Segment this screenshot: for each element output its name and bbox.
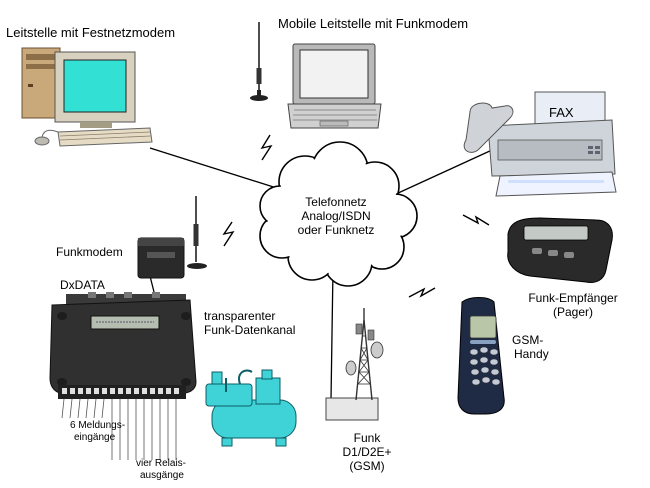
- laptop-antenna-icon: [250, 22, 268, 101]
- label-gsm-line2: Handy: [514, 347, 549, 361]
- label-gsm-line1: GSM-: [512, 333, 544, 347]
- signal-icon-laptop: [260, 134, 273, 161]
- signal-icon-modem: [222, 221, 235, 247]
- label-cloud-line3: oder Funknetz: [297, 223, 375, 237]
- label-funk-line1: Funk: [353, 431, 381, 445]
- line-fax: [395, 149, 493, 195]
- connection-lines: [149, 147, 493, 401]
- signal-icon-handy: [408, 287, 436, 298]
- dxdata-device-icon: [49, 292, 197, 399]
- label-funk-line2: D1/D2E+: [342, 445, 392, 459]
- laptop-icon: [287, 43, 382, 129]
- pump-station-icon: [205, 369, 297, 447]
- label-pager-line2: (Pager): [552, 305, 593, 319]
- label-pager-line1: Funk-Empfänger: [528, 291, 618, 305]
- label-funkmodem: Funkmodem: [56, 245, 123, 259]
- radio-tower-icon: [325, 308, 384, 421]
- label-relais-line1: vier Relais-: [136, 458, 187, 469]
- label-transparent-line2: Funk-Datenkanal: [204, 323, 296, 337]
- label-mobile-leitstelle: Mobile Leitstelle mit Funkmodem: [278, 16, 469, 31]
- desktop-computer-icon: [21, 47, 153, 147]
- line-desktop: [149, 147, 284, 191]
- radio-signal-icons: [222, 134, 490, 298]
- pager-icon: [507, 217, 613, 283]
- label-transparent-line1: transparenter: [204, 309, 276, 323]
- funkmodem-antenna-icon: [187, 196, 207, 269]
- line-tower: [330, 267, 334, 401]
- mobile-phone-icon: [457, 297, 505, 415]
- label-funk-line3: (GSM): [349, 459, 385, 473]
- label-dxdata: DxDATA: [60, 278, 105, 292]
- label-meldung-line1: 6 Meldungs-: [70, 420, 126, 431]
- label-relais-line2: ausgänge: [140, 470, 184, 481]
- label-cloud-line2: Analog/ISDN: [301, 209, 371, 223]
- label-meldung-line2: eingänge: [74, 432, 116, 443]
- funkmodem-icon: [137, 237, 185, 279]
- label-fax: FAX: [549, 105, 574, 120]
- label-leitstelle-festnetz: Leitstelle mit Festnetzmodem: [6, 25, 176, 40]
- signal-icon-pager: [462, 214, 490, 226]
- label-cloud-line1: Telefonnetz: [305, 195, 367, 209]
- dxdata-wires: [61, 398, 177, 460]
- fax-machine-icon: [463, 91, 617, 197]
